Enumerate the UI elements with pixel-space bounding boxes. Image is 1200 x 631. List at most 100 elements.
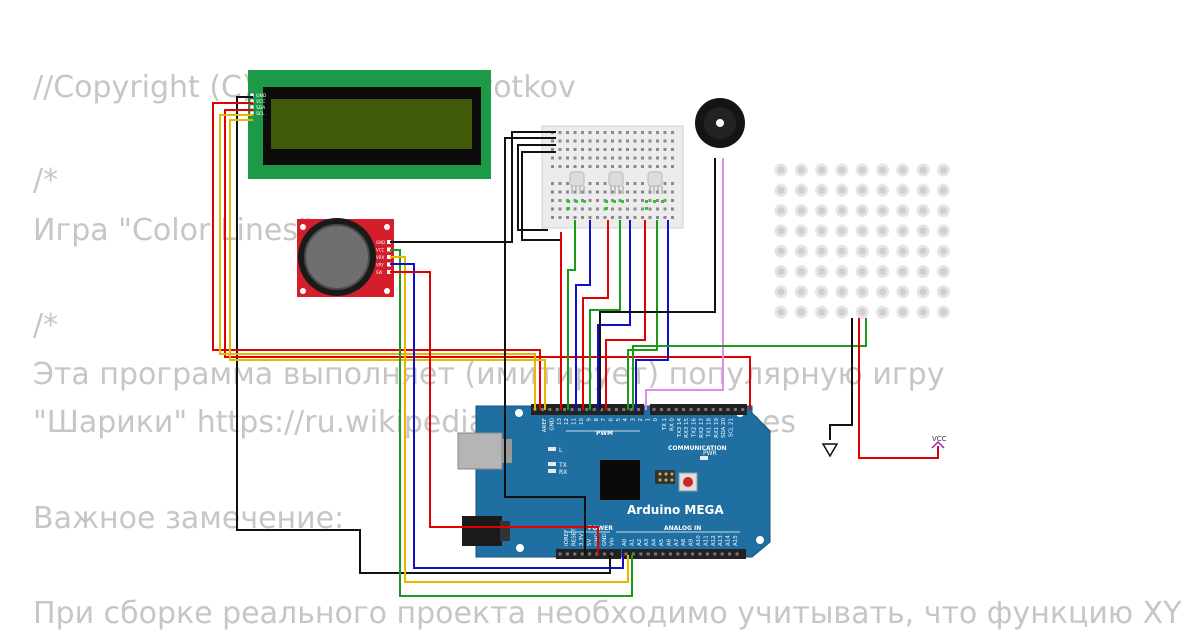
matrix-led [835, 163, 849, 177]
led-l-label: L [559, 447, 563, 454]
matrix-led [896, 285, 910, 299]
wire-bb-gnd2 [517, 144, 556, 231]
matrix-led [936, 183, 950, 197]
led-pwr-icon [700, 456, 708, 460]
led-tx-label: TX [558, 462, 567, 469]
vcc-symbol-icon: VCC [931, 435, 947, 449]
pin-label: A5 [659, 538, 665, 546]
pin-label: AREF [542, 418, 548, 432]
pin-label: SCL 21 [729, 418, 735, 437]
pin-label: A10 [696, 535, 702, 546]
mount-hole [515, 409, 523, 417]
matrix-led [774, 204, 788, 218]
matrix-led [855, 183, 869, 197]
joystick-pin-label: VRY [376, 263, 384, 268]
matrix-led [794, 265, 808, 278]
reset-button-cap[interactable] [683, 477, 693, 487]
dc-jack [462, 516, 502, 546]
matrix-led [815, 183, 829, 197]
matrix-led [774, 265, 788, 278]
code-line-note-text: При сборке реального проекта необходимо … [33, 596, 1182, 631]
wire-joy-vcc [390, 249, 633, 597]
matrix-led [815, 163, 829, 177]
wire-buzzer-gnd [599, 158, 716, 410]
joystick-pin [387, 270, 391, 274]
pin-label: RX 0 [669, 418, 675, 431]
arduino-mega-board[interactable]: L TX RX PWR Arduino MEGA PWM COMMUNICATI… [457, 404, 771, 559]
matrix-led [815, 285, 829, 299]
matrix-led [794, 305, 808, 319]
wire-joy-sw [390, 271, 599, 555]
matrix-led [876, 244, 889, 258]
wire-buzzer-signal [645, 158, 724, 410]
joystick-pin [387, 255, 391, 259]
pin-label: 12 [564, 418, 570, 425]
pin-label: 9 [586, 418, 592, 422]
pin-label: 7 [601, 418, 607, 422]
pin-label: A15 [733, 535, 739, 546]
matrix-led [896, 183, 910, 197]
matrix-led [855, 224, 869, 238]
led-matrix-8x8 [774, 163, 950, 319]
matrix-led [835, 285, 849, 299]
matrix-led [774, 244, 788, 258]
matrix-led [855, 163, 869, 177]
matrix-led [876, 305, 889, 319]
pin-label: 6 [608, 418, 614, 422]
wire-joy-gnd [390, 131, 556, 243]
pin-label: 5V [587, 539, 593, 546]
matrix-led [794, 204, 808, 218]
matrix-led [896, 265, 910, 278]
matrix-led [936, 224, 950, 238]
wire-led2-r [582, 220, 609, 410]
matrix-led [896, 224, 910, 238]
matrix-led [855, 204, 869, 218]
wire-led3-g [627, 220, 658, 410]
matrix-led [876, 224, 889, 238]
joystick-pin-label: VRX [376, 255, 385, 260]
pin-label: A0 [622, 538, 628, 546]
matrix-led [794, 224, 808, 238]
matrix-led [794, 244, 808, 258]
mount-hole [756, 536, 764, 544]
wire-led2-g [589, 220, 621, 410]
pin-label: GND [602, 533, 608, 546]
wire-bus-vcc [224, 109, 751, 410]
joystick-knob[interactable] [304, 224, 370, 290]
matrix-led [896, 244, 910, 258]
wire-lcd-gnd [236, 96, 611, 574]
matrix-led [835, 244, 849, 258]
pin-label: 2 [638, 418, 644, 422]
pin-label: RESET [572, 528, 578, 546]
header-pins [533, 408, 745, 556]
pin-label: 8 [594, 418, 600, 422]
matrix-led [896, 305, 910, 319]
matrix-led [774, 285, 788, 299]
pin-label: A3 [644, 538, 650, 546]
ground-symbol-icon [821, 443, 839, 458]
pin-label: Vin [610, 537, 616, 546]
lcd-pin-label: VCC [256, 99, 265, 105]
matrix-led [815, 204, 829, 218]
pin-label: A14 [726, 535, 732, 546]
communication-label: COMMUNICATION [668, 445, 727, 452]
wire-bb-gnd3 [521, 151, 560, 241]
wire-led3-r [605, 220, 646, 410]
pin-label: IOREF [564, 530, 570, 546]
matrix-led [855, 265, 869, 278]
pin-label: 3.3V [579, 533, 585, 546]
wire-matrix-vcc [858, 318, 939, 459]
matrix-led [835, 204, 849, 218]
pin-label: A4 [652, 538, 658, 546]
wire-led3-b [635, 220, 669, 410]
joystick-pin-label: GND [376, 240, 385, 245]
usb-connector [457, 432, 503, 470]
matrix-led [774, 305, 788, 319]
matrix-led [794, 163, 808, 177]
matrix-led [876, 163, 889, 177]
matrix-led [876, 183, 889, 197]
wire-matrix-din [632, 318, 867, 410]
pin-label: 1 [645, 418, 651, 422]
